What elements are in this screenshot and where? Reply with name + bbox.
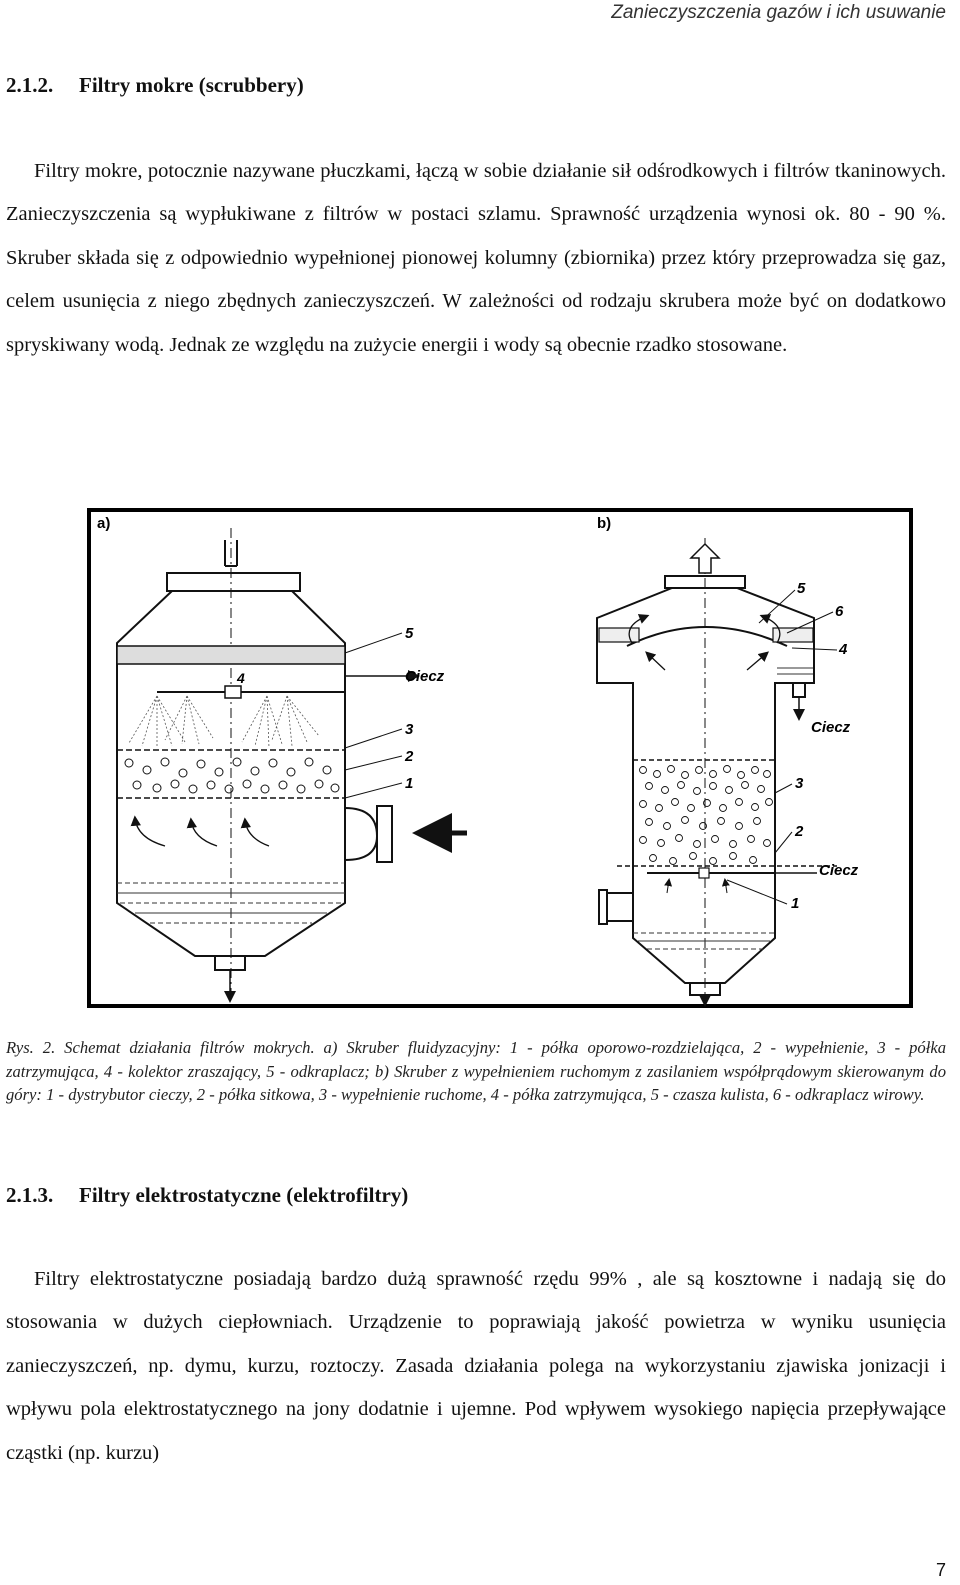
scrubber-diagram: a)	[87, 508, 959, 1008]
label-a-1: 1	[405, 775, 413, 792]
spray-cones	[128, 695, 320, 749]
label-a-3: 3	[405, 721, 414, 738]
paragraph-text: Filtry mokre, potocznie nazywane płuczka…	[6, 160, 946, 356]
paragraph-text: Filtry elektrostatyczne posiadają bardzo…	[6, 1268, 946, 1464]
figure-frame	[87, 508, 913, 1008]
gas-outlet-arrow-b	[689, 542, 721, 574]
label-b-4: 4	[838, 641, 848, 658]
label-a-2: 2	[404, 748, 414, 765]
section-number: 2.1.2.	[6, 73, 54, 97]
gas-flow-arrows-a	[130, 815, 270, 847]
scrubber-b	[596, 575, 815, 996]
paragraph-electrostatic: Filtry elektrostatyczne posiadają bardzo…	[6, 1258, 946, 1475]
panel-a-label: a)	[97, 515, 110, 532]
packing-a	[124, 757, 340, 794]
gas-flow-arrows-b	[628, 614, 781, 671]
liquid-level-a	[117, 882, 345, 924]
label-b-6: 6	[835, 603, 844, 620]
label-a-5: 5	[405, 625, 414, 642]
section-title: Filtry elektrostatyczne (elektrofiltry)	[79, 1183, 409, 1207]
running-header: Zanieczyszczenia gazów i ich usuwanie	[611, 2, 946, 23]
demister-b-right	[772, 627, 814, 643]
label-b-liquid-top: Ciecz	[811, 719, 851, 736]
label-b-liquid-bottom: Ciecz	[819, 862, 859, 879]
liquid-level-b	[633, 932, 775, 950]
demister-b-left	[598, 627, 640, 643]
label-a-4: 4	[236, 670, 245, 686]
label-b-1: 1	[791, 895, 799, 912]
figure-caption: Rys. 2. Schemat działania filtrów mokryc…	[6, 1038, 946, 1105]
section-heading-wet-filters: 2.1.2. Filtry mokre (scrubbery)	[6, 73, 304, 98]
moving-packing-b	[639, 765, 773, 865]
section-heading-electrostatic: 2.1.3. Filtry elektrostatyczne (elektrofi…	[6, 1183, 408, 1208]
label-b-5: 5	[797, 580, 806, 597]
label-a-liquid: Ciecz	[405, 668, 445, 685]
spherical-dome-b	[626, 626, 788, 647]
label-b-2: 2	[794, 823, 804, 840]
paragraph-wet-filters: Filtry mokre, potocznie nazywane płuczka…	[6, 150, 946, 367]
section-number: 2.1.3.	[6, 1183, 54, 1207]
panel-b-label: b)	[597, 515, 611, 532]
page-number: 7	[935, 1560, 946, 1580]
label-b-3: 3	[795, 775, 804, 792]
section-title: Filtry mokre (scrubbery)	[79, 73, 304, 97]
demister-a	[116, 645, 346, 665]
scrubber-a	[116, 540, 393, 971]
